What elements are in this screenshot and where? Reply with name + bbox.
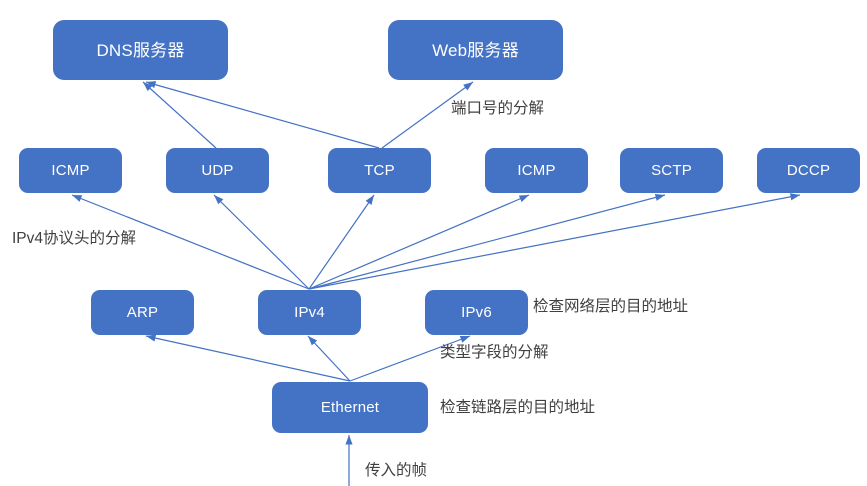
node-label-udp: UDP xyxy=(201,162,234,179)
edge-eth-to-arp xyxy=(145,334,351,382)
node-label-tcp: TCP xyxy=(364,162,395,179)
annotation-type-field-demux: 类型字段的分解 xyxy=(440,344,549,361)
node-label-dccp: DCCP xyxy=(786,162,831,179)
node-ipv4[interactable]: IPv4 xyxy=(258,290,361,335)
annotation-ipv4-hdr-demux: IPv4协议头的分解 xyxy=(12,230,137,247)
edge-ipv4-to-dccp xyxy=(308,193,801,290)
node-label-dns: DNS服务器 xyxy=(96,40,185,60)
node-sctp[interactable]: SCTP xyxy=(620,148,723,193)
node-label-ipv6: IPv6 xyxy=(461,304,492,321)
annotation-incoming-frame: 传入的帧 xyxy=(365,462,428,479)
node-label-arp: ARP xyxy=(126,304,159,321)
node-ipv6[interactable]: IPv6 xyxy=(425,290,528,335)
node-tcp[interactable]: TCP xyxy=(328,148,431,193)
node-udp[interactable]: UDP xyxy=(166,148,269,193)
annotation-port-demux: 端口号的分解 xyxy=(451,100,545,117)
annotation-net-layer-addr: 检查网络层的目的地址 xyxy=(533,298,689,315)
edge-ipv4-to-tcp xyxy=(308,194,375,290)
node-label-ethernet: Ethernet xyxy=(320,399,380,416)
edge-udp-to-dns xyxy=(142,81,217,149)
node-dccp[interactable]: DCCP xyxy=(757,148,860,193)
node-dns[interactable]: DNS服务器 xyxy=(53,20,228,80)
edge-ipv4-to-udp xyxy=(213,194,310,290)
edge-eth-to-ipv4 xyxy=(307,335,351,382)
node-label-web: Web服务器 xyxy=(432,40,519,60)
node-arp[interactable]: ARP xyxy=(91,290,194,335)
annotation-link-layer-addr: 检查链路层的目的地址 xyxy=(440,399,596,416)
node-icmp_left[interactable]: ICMP xyxy=(19,148,122,193)
node-label-icmp_left: ICMP xyxy=(51,162,90,179)
node-web[interactable]: Web服务器 xyxy=(388,20,563,80)
edge-tcp-to-dns xyxy=(145,81,380,149)
node-label-sctp: SCTP xyxy=(651,162,692,179)
edge-group xyxy=(71,81,801,486)
node-icmp_right[interactable]: ICMP xyxy=(485,148,588,193)
node-label-icmp_right: ICMP xyxy=(517,162,556,179)
node-label-ipv4: IPv4 xyxy=(294,304,325,321)
edge-ipv4-to-sctp xyxy=(308,193,666,290)
edge-ipv4-to-icmp-r xyxy=(308,194,530,290)
node-ethernet[interactable]: Ethernet xyxy=(272,382,428,433)
